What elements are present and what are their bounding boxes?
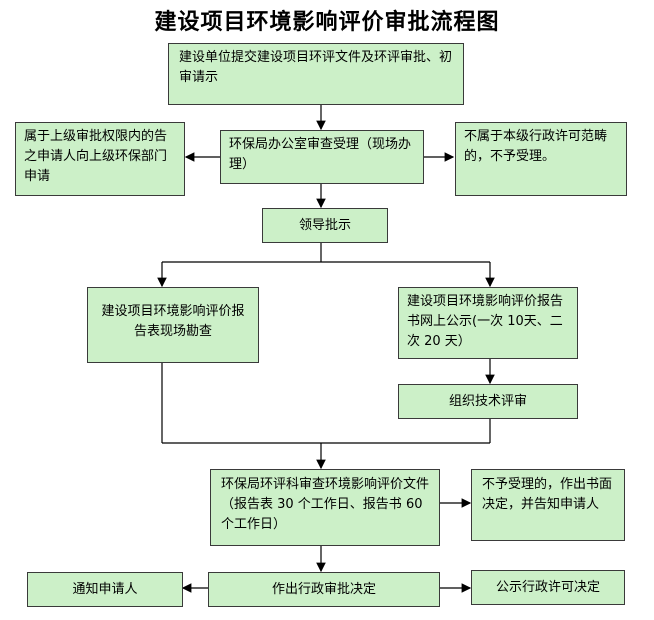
box-approval-decision: 作出行政审批决定 xyxy=(208,572,440,607)
box-eia-review: 环保局环评科审查环境影响评价文件（报告表 30 个工作日、报告书 60 个工作日… xyxy=(210,469,440,546)
box-notify-applicant: 通知申请人 xyxy=(27,572,183,607)
box-publish-decision: 公示行政许可决定 xyxy=(471,570,625,605)
box-leader-approval: 领导批示 xyxy=(262,208,388,243)
box-submit-application: 建设单位提交建设项目环评文件及环评审批、初审请示 xyxy=(168,43,464,105)
box-office-acceptance: 环保局办公室审查受理（现场办理） xyxy=(220,130,424,184)
box-technical-review: 组织技术评审 xyxy=(398,384,578,419)
box-upper-level-referral: 属于上级审批权限内的告之申请人向上级环保部门申请 xyxy=(15,122,185,196)
box-written-rejection: 不予受理的，作出书面决定，并告知申请人 xyxy=(471,469,625,541)
box-not-accepted: 不属于本级行政许可范畴的，不予受理。 xyxy=(455,122,627,196)
box-online-publicity: 建设项目环境影响评价报告书网上公示(一次 10天、二次 20 天） xyxy=(398,287,578,359)
box-site-survey: 建设项目环境影响评价报告表现场勘查 xyxy=(87,287,259,363)
page-title: 建设项目环境影响评价审批流程图 xyxy=(154,10,500,35)
